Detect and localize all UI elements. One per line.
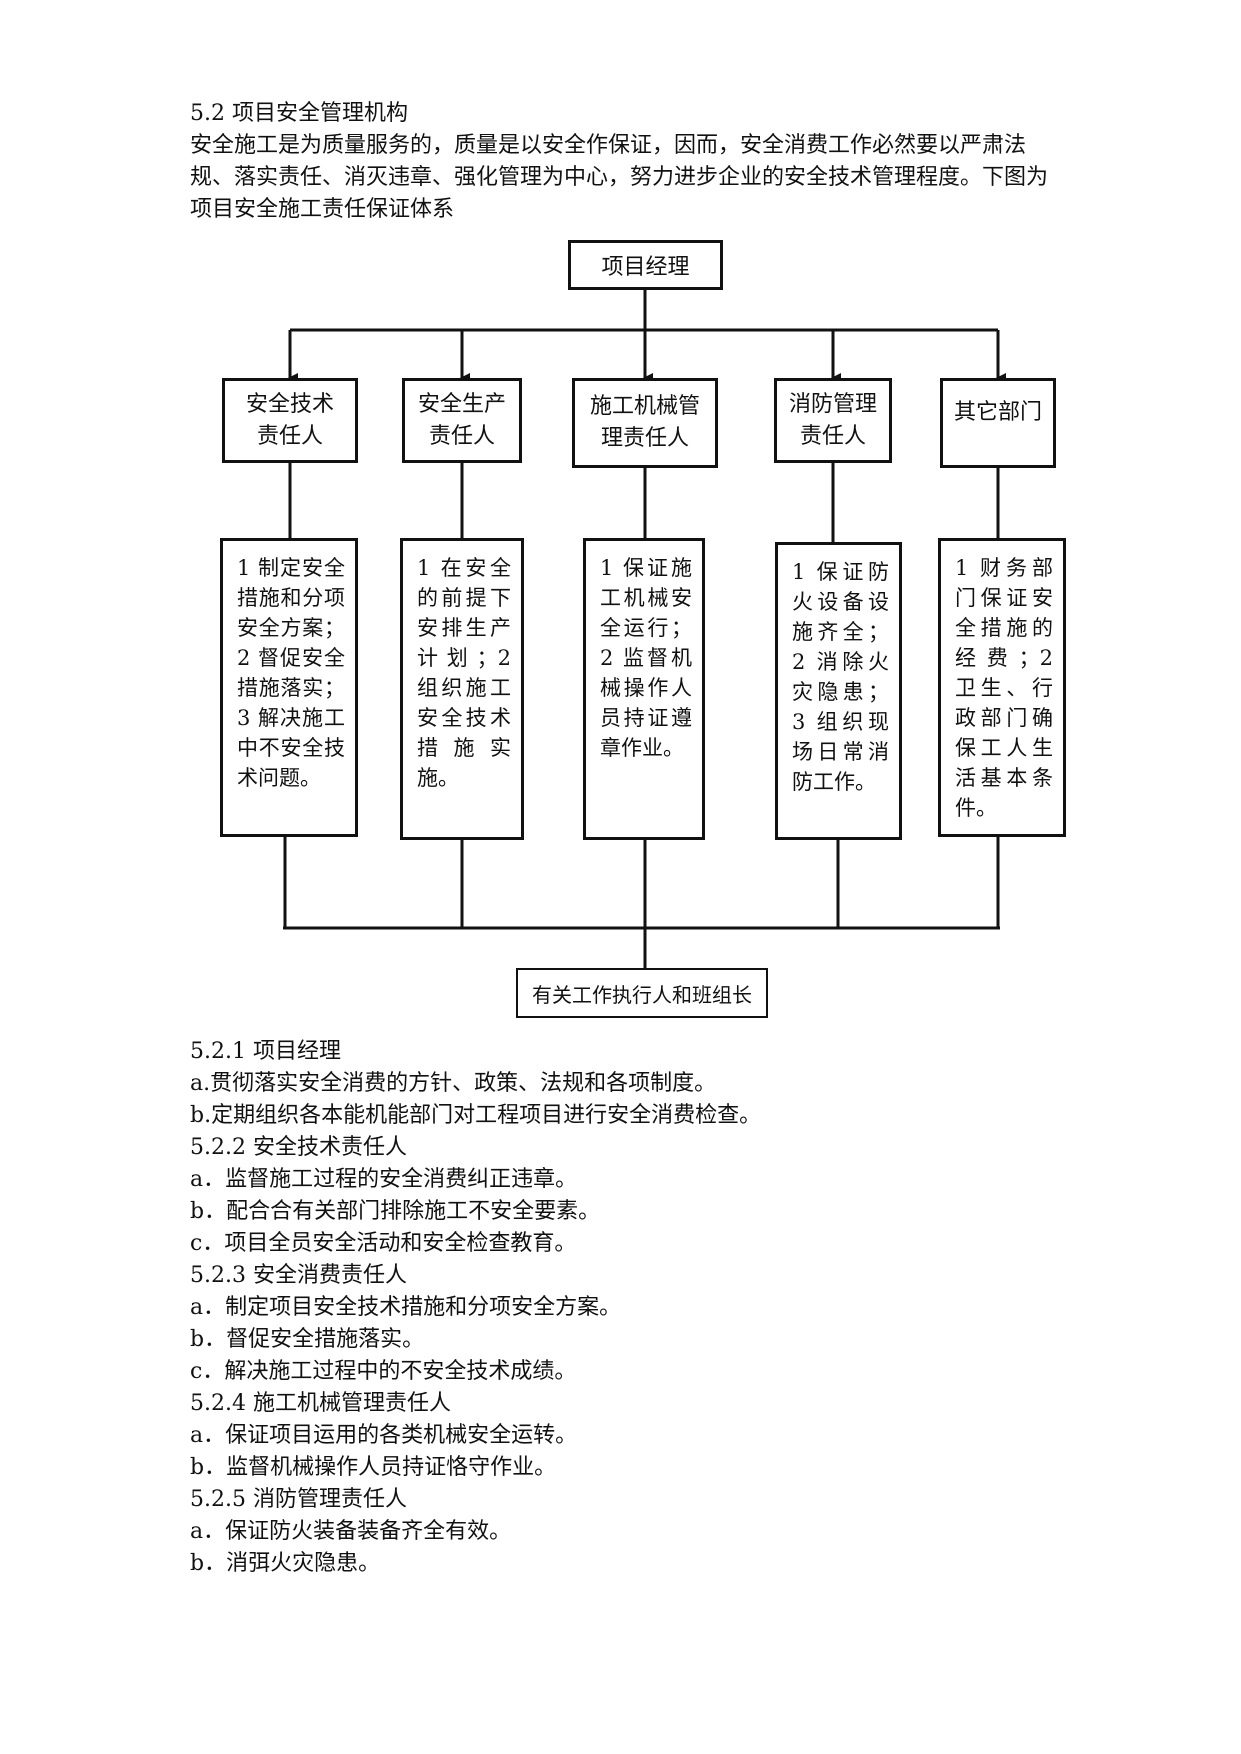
duty-box-machinery: 1 保证施工机械安全运行；2 监督机械操作人员持证遵章作业。	[583, 538, 705, 840]
detail-item: b．监督机械操作人员持证恪守作业。	[190, 1455, 557, 1480]
project-manager-box: 项目经理	[568, 240, 723, 290]
detail-heading: 5.2.3 安全消费责任人	[190, 1263, 407, 1288]
detail-item: a．保证项目运用的各类机械安全运转。	[190, 1423, 578, 1448]
detail-heading: 5.2.4 施工机械管理责任人	[190, 1391, 451, 1416]
detail-list: 5.2.1 项目经理 a.贯彻落实安全消费的方针、政策、法规和各项制度。 b.定…	[190, 1036, 761, 1580]
section-heading: 5.2 项目安全管理机构	[190, 101, 408, 126]
detail-heading: 5.2.5 消防管理责任人	[190, 1487, 407, 1512]
detail-heading: 5.2.2 安全技术责任人	[190, 1135, 407, 1160]
duty-box-fire: 1 保证防火设备设施齐全；2 消除火灾隐患；3 组织现场日常消防工作。	[775, 542, 902, 840]
detail-item: c．解决施工过程中的不安全技术成绩。	[190, 1359, 577, 1384]
role-box-other: 其它部门	[940, 378, 1056, 468]
detail-item: a.贯彻落实安全消费的方针、政策、法规和各项制度。	[190, 1071, 717, 1096]
duty-box-safety-production: 1 在安全的前提下安排生产计划；2 组织施工安全技术措施实施。	[400, 538, 524, 840]
detail-item: b．督促安全措施落实。	[190, 1327, 425, 1352]
detail-item: a．制定项目安全技术措施和分项安全方案。	[190, 1295, 622, 1320]
detail-item: c．项目全员安全活动和安全检查教育。	[190, 1231, 577, 1256]
detail-heading: 5.2.1 项目经理	[190, 1039, 341, 1064]
role-box-machinery: 施工机械管 理责任人	[572, 378, 718, 468]
role-box-safety-tech: 安全技术 责任人	[222, 378, 358, 463]
detail-item: b．配合合有关部门排除施工不安全要素。	[190, 1199, 601, 1224]
intro-paragraph: 安全施工是为质量服务的，质量是以安全作保证，因而，安全消费工作必然要以严肃法规、…	[190, 133, 1049, 222]
detail-item: b．消弭火灾隐患。	[190, 1551, 381, 1576]
detail-item: a．保证防火装备装备齐全有效。	[190, 1519, 512, 1544]
duty-box-safety-tech: 1 制定安全措施和分项安全方案；2 督促安全措施落实；3 解决施工中不安全技术问…	[220, 538, 358, 837]
duty-box-other: 1 财务部门保证安全措施的经费；2 卫生、行政部门确保工人生活基本条件。	[938, 538, 1066, 837]
detail-item: b.定期组织各本能机能部门对工程项目进行安全消费检查。	[190, 1103, 762, 1128]
executor-box: 有关工作执行人和班组长	[516, 968, 768, 1018]
role-box-fire: 消防管理 责任人	[774, 378, 892, 463]
detail-item: a．监督施工过程的安全消费纠正违章。	[190, 1167, 578, 1192]
role-box-safety-production: 安全生产 责任人	[402, 378, 522, 463]
